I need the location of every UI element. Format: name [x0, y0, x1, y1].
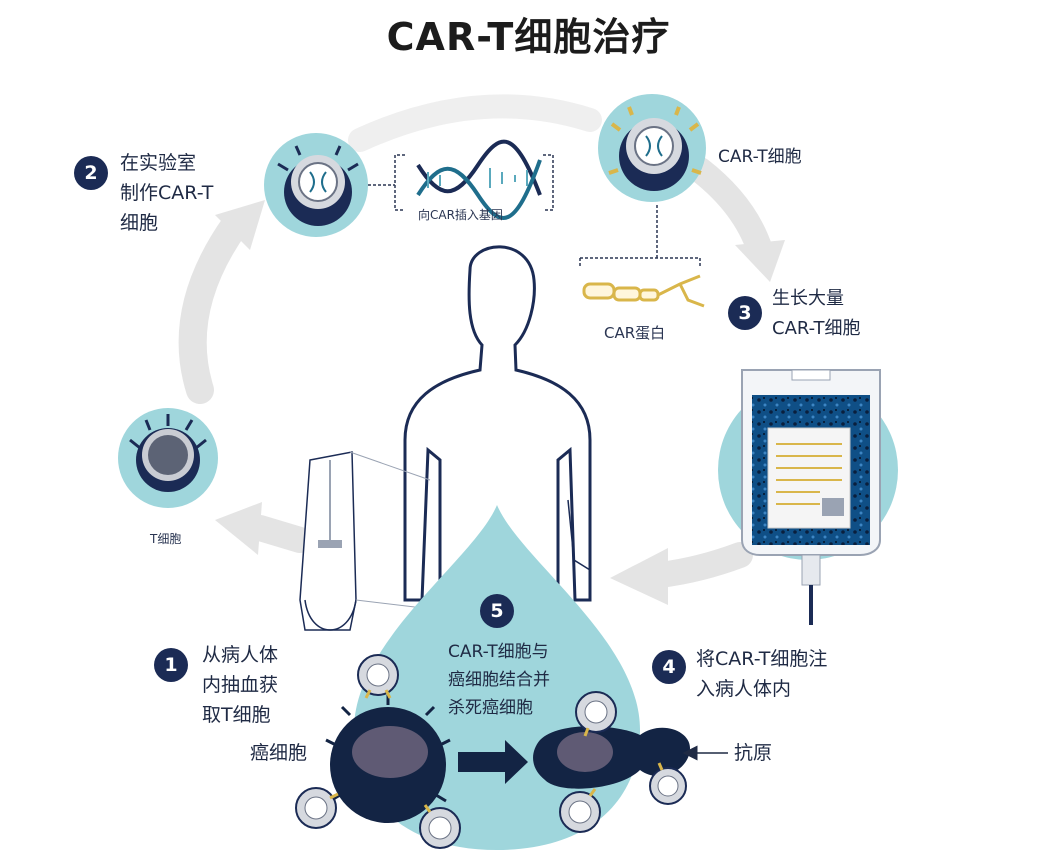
step-3-line-2: CAR-T细胞: [772, 318, 861, 339]
step-5-label: CAR-T细胞与 癌细胞结合并 杀死癌细胞: [448, 638, 550, 722]
step-2-label: 在实验室 制作CAR-T 细胞: [120, 148, 213, 238]
car-t-cell-small-4: [575, 691, 617, 737]
step-4-label: 将CAR-T细胞注 入病人体内: [696, 644, 827, 704]
lab-cell-graphic: [264, 133, 368, 237]
cycle-arrowhead-car-t-to-3: [735, 240, 785, 282]
insert-gene-label: 向CAR插入基因: [418, 208, 503, 222]
car-t-cell-small-3: [419, 804, 461, 849]
dying-cancer-cell-graphic: [533, 726, 690, 789]
step-2-line-2: 制作CAR-T: [120, 182, 214, 204]
car-protein-callout-line: [579, 205, 701, 268]
iv-bag-graphic: [718, 369, 898, 625]
car-protein-label: CAR蛋白: [604, 324, 666, 342]
car-t-cell-small-5: [559, 788, 601, 833]
step-5-badge: 5: [480, 594, 514, 628]
cycle-arrowhead-3-to-4: [610, 548, 668, 605]
car-t-cell-small-1: [357, 654, 399, 699]
step-2-badge: 2: [74, 156, 108, 190]
step-4-line-1: 将CAR-T细胞注: [696, 648, 828, 670]
step-3-label: 生长大量 CAR-T细胞: [772, 284, 861, 344]
cycle-arrow-3-to-4: [647, 542, 753, 588]
step-5-line-3: 杀死癌细胞: [448, 698, 533, 718]
patient-silhouette: [403, 245, 592, 622]
cycle-arrow-2-to-car-t: [348, 94, 602, 152]
cancer-cell-label: 癌细胞: [250, 742, 308, 764]
car-t-cell-label: CAR-T细胞: [718, 147, 802, 167]
arm-blood-draw-graphic: [299, 451, 357, 631]
cycle-arrow-1-to-2: [178, 211, 249, 404]
step-1-badge: 1: [154, 648, 188, 682]
cycle-arrow-to-t-cell: [247, 515, 313, 553]
step-1-line-2: 内抽血获: [202, 674, 279, 696]
step-2-line-3: 细胞: [120, 212, 159, 234]
kill-arrow: [458, 740, 528, 784]
step-3-badge: 3: [728, 296, 762, 330]
cycle-arrowhead-1-to-2: [215, 200, 265, 250]
antigen-label: 抗原: [734, 742, 773, 764]
step-1-label: 从病人体 内抽血获 取T细胞: [202, 640, 278, 730]
step-5-line-2: 癌细胞结合并: [448, 670, 550, 690]
car-t-cell-small-6: [649, 762, 687, 805]
dna-callout-bracket: [368, 154, 554, 211]
step-1-line-1: 从病人体: [202, 644, 279, 666]
car-protein-icon: [582, 274, 705, 308]
infusion-line: [567, 499, 591, 571]
dna-helix-icon: [416, 139, 542, 220]
cancer-cell-graphic: [325, 695, 451, 823]
step-1-line-3: 取T细胞: [202, 704, 271, 726]
car-t-cell-small-2: [295, 787, 339, 829]
step-3-line-1: 生长大量: [772, 288, 844, 309]
car-t-cell-graphic: [598, 94, 706, 202]
step-5-line-1: CAR-T细胞与: [448, 642, 549, 662]
page-title: CAR-T细胞治疗: [386, 15, 671, 59]
cycle-arrow-car-t-to-3: [687, 157, 773, 263]
step-4-badge: 4: [652, 650, 686, 684]
step-2-line-1: 在实验室: [120, 152, 197, 174]
cycle-arrowhead-to-t-cell: [215, 502, 262, 555]
step-4-line-2: 入病人体内: [696, 678, 792, 700]
t-cell-label: T细胞: [150, 532, 182, 546]
t-cell-graphic: [118, 408, 218, 508]
